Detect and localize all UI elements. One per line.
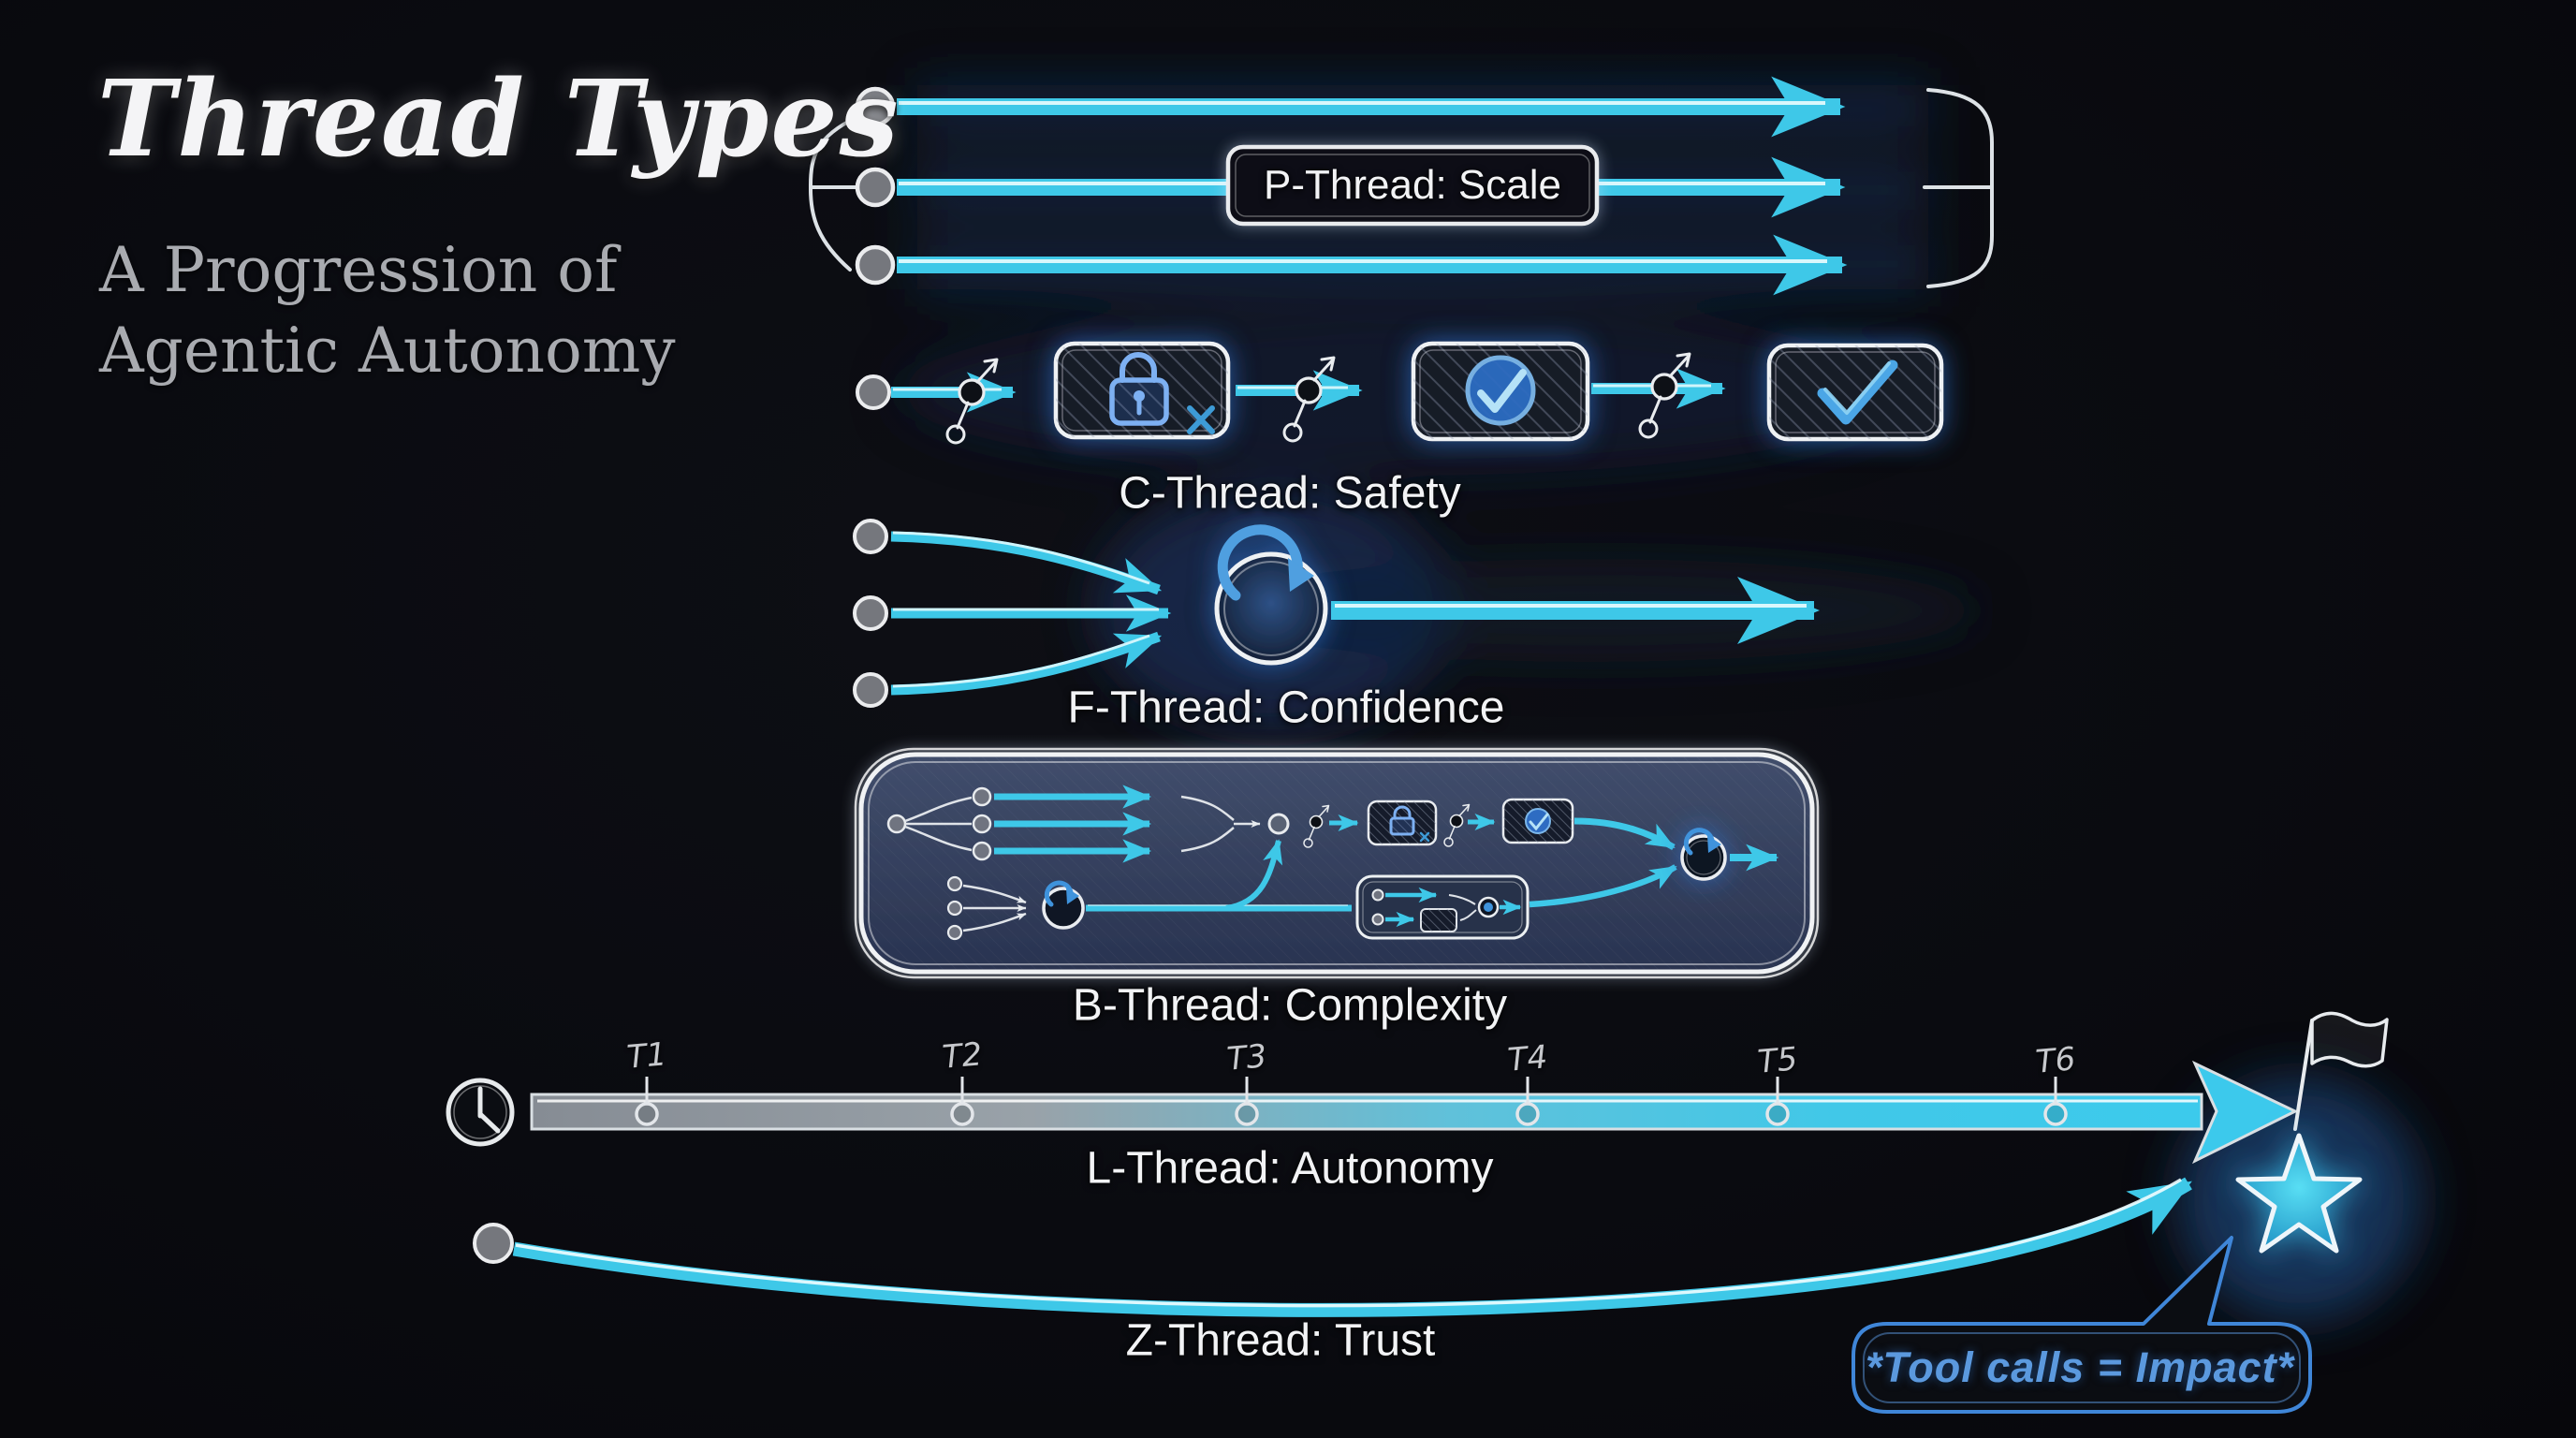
b-thread-panel	[854, 747, 1820, 979]
merge-refresh-icon	[1680, 828, 1727, 881]
z-thread-diagram	[473, 1133, 2363, 1414]
mini-refresh-icon	[1042, 880, 1085, 930]
refresh-cycle-icon	[1214, 524, 1328, 666]
p-thread-diagram	[809, 76, 1994, 296]
f-thread-diagram	[853, 519, 1821, 708]
check-circle-box	[1411, 341, 1590, 442]
c-thread-diagram	[856, 341, 1944, 445]
lock-icon	[1109, 352, 1169, 426]
timeline-ticks	[635, 1077, 2068, 1126]
mini-check-box	[1501, 798, 1574, 844]
thread-start-node	[473, 1223, 514, 1264]
check-box	[1766, 343, 1944, 442]
timeline-arrowhead	[2191, 1060, 2299, 1165]
speech-bubble	[1852, 1236, 2312, 1414]
lock-box	[1053, 341, 1231, 440]
p-thread-start-nodes	[855, 86, 896, 286]
clock-icon	[446, 1078, 515, 1147]
flag-icon	[2293, 1011, 2389, 1131]
l-thread-diagram	[446, 1011, 2389, 1165]
timeline-bar	[530, 1060, 2299, 1165]
star-icon	[2235, 1133, 2363, 1254]
b-thread-diagram	[854, 747, 1820, 979]
left-bracket	[809, 116, 857, 271]
nested-thread-box	[1355, 874, 1530, 940]
mini-lock-box	[1367, 800, 1438, 846]
thread-start-node	[856, 374, 891, 410]
check-circle-icon	[1465, 355, 1536, 426]
x-icon	[1187, 405, 1215, 434]
p-thread-label-box	[1225, 144, 1600, 227]
check-icon	[1817, 360, 1898, 425]
